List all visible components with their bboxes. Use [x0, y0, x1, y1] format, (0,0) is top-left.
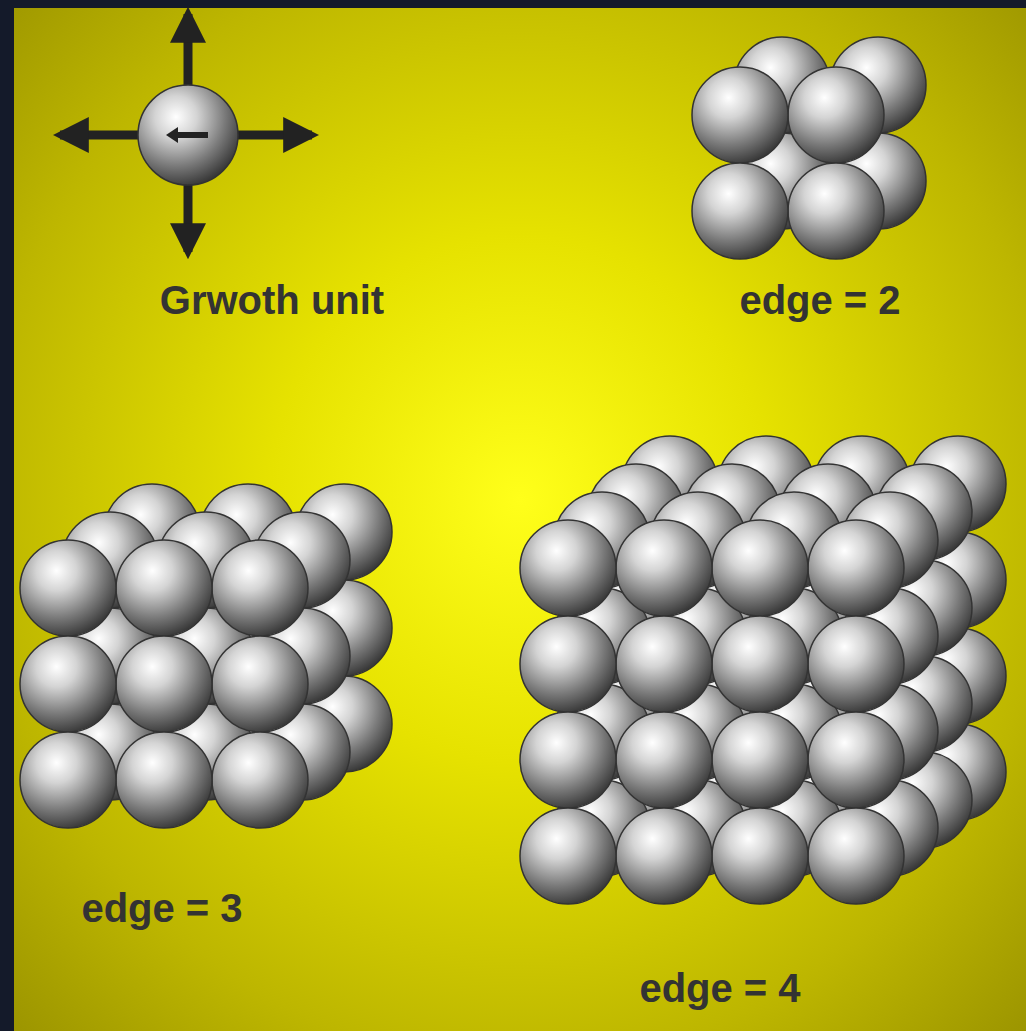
sphere — [712, 712, 808, 808]
sphere — [788, 67, 884, 163]
inward-arrow — [166, 127, 208, 143]
sphere — [788, 163, 884, 259]
growth-arrows — [60, 14, 312, 252]
sphere — [692, 67, 788, 163]
sphere — [616, 520, 712, 616]
sphere — [520, 808, 616, 904]
caption-label: edge = 2 — [739, 278, 900, 322]
sphere — [520, 616, 616, 712]
sphere — [520, 712, 616, 808]
sphere — [808, 808, 904, 904]
sphere — [808, 520, 904, 616]
caption-label: Grwoth unit — [160, 278, 384, 322]
sphere — [212, 636, 308, 732]
sphere — [616, 616, 712, 712]
sphere — [116, 636, 212, 732]
caption-label: edge = 3 — [81, 886, 242, 930]
sphere — [712, 520, 808, 616]
sphere — [116, 732, 212, 828]
sphere-cubes — [20, 37, 1006, 904]
growth-sphere — [138, 85, 238, 185]
sphere — [20, 540, 116, 636]
growth-unit — [60, 14, 312, 252]
sphere — [712, 808, 808, 904]
sphere — [712, 616, 808, 712]
sphere — [808, 712, 904, 808]
sphere — [116, 540, 212, 636]
sphere — [616, 712, 712, 808]
sphere — [212, 540, 308, 636]
sphere — [20, 732, 116, 828]
sphere — [20, 636, 116, 732]
sphere — [520, 520, 616, 616]
sphere — [616, 808, 712, 904]
sphere — [212, 732, 308, 828]
caption-label: edge = 4 — [639, 966, 800, 1010]
sphere — [692, 163, 788, 259]
sphere — [808, 616, 904, 712]
